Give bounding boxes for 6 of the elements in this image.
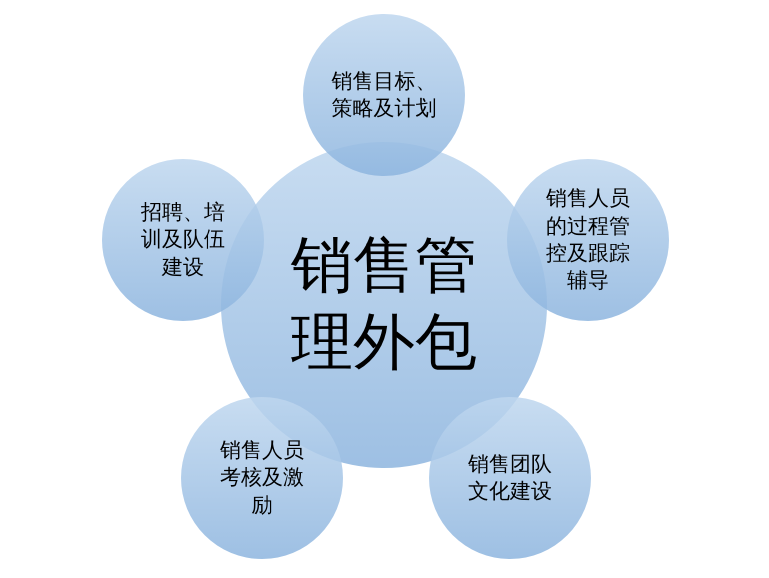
topic-text: 招聘、培训及队伍建设 — [140, 199, 226, 281]
center-title: 销售管理外包 — [290, 230, 478, 379]
topic-text: 销售团队文化建设 — [467, 450, 553, 505]
topic-text: 销售人员考核及激励 — [219, 437, 305, 519]
topic-text: 销售人员的过程管控及跟踪辅导 — [545, 185, 631, 294]
topic-text: 销售目标、策略及计划 — [330, 68, 438, 122]
